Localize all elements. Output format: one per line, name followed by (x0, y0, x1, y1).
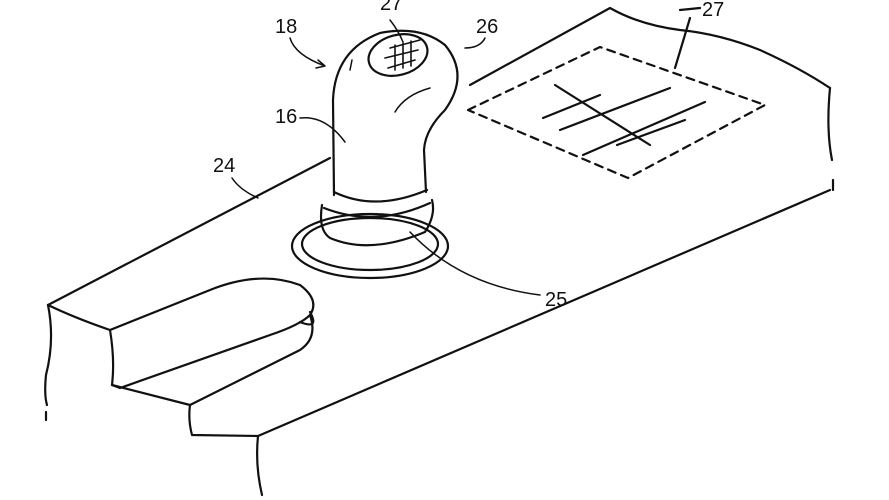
leader-27-top (389, 19, 404, 43)
base-collar (322, 188, 432, 218)
label-26: 26 (476, 16, 499, 38)
emblem-pattern-icon (384, 39, 421, 71)
knob-highlight (349, 59, 431, 113)
label-18: 18 (275, 16, 298, 38)
leader-25 (409, 231, 541, 296)
console-front-face (46, 303, 264, 497)
label-27-knob: 27 (380, 0, 403, 15)
cup-holder-slot (108, 277, 315, 407)
console-panel (44, 6, 835, 497)
label-27-surface: 27 (702, 0, 725, 21)
dashed-marking-area (466, 6, 767, 180)
label-24: 24 (213, 155, 236, 177)
leader-26 (464, 37, 486, 49)
knob-outline (331, 29, 459, 197)
knob-top-emblem (367, 33, 429, 77)
console-front-top-edge (256, 188, 832, 438)
label-16: 16 (275, 106, 298, 128)
label-25: 25 (545, 289, 568, 311)
shift-knob (290, 29, 459, 280)
leader-18-arrow (289, 37, 326, 69)
base-ring-inner (300, 216, 440, 272)
console-right-edge (827, 86, 835, 192)
base-ring-outer (290, 212, 450, 280)
console-top-back-edge (46, 6, 832, 307)
dashed-outline (466, 45, 767, 180)
base-boot (319, 198, 435, 247)
shift-pattern (541, 6, 707, 157)
console-left-edge (44, 303, 53, 422)
leader-16 (299, 116, 346, 143)
leader-24 (231, 177, 259, 199)
leader-lines (231, 19, 541, 296)
